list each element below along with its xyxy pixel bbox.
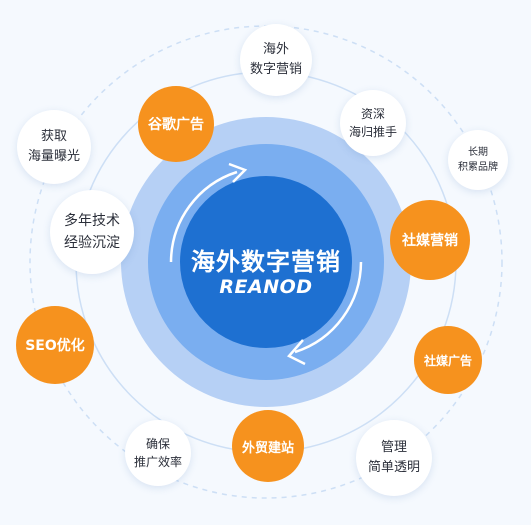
node-trade-site-label: 外贸建站 <box>241 440 294 456</box>
node-management: 管理 简单透明 <box>356 420 432 496</box>
node-overseas-experts: 资深 海归推手 <box>340 90 406 156</box>
cycle-arrow-top-head <box>228 162 248 183</box>
node-roi-label: 确保 推广效率 <box>133 437 182 469</box>
node-social-ads-label: 社媒广告 <box>423 353 472 368</box>
node-exposure: 获取 海量曝光 <box>17 110 91 184</box>
cycle-arrow-bottom-head <box>286 339 306 366</box>
node-management-label: 管理 简单透明 <box>367 440 420 475</box>
node-brand: 长期 积累品牌 <box>448 130 508 190</box>
node-experience-label: 多年技术 经验沉淀 <box>64 213 120 251</box>
node-trade-site: 外贸建站 <box>232 410 304 482</box>
node-seo-label: SEO优化 <box>25 338 85 354</box>
node-seo: SEO优化 <box>16 306 94 384</box>
center-title: 海外数字营销 <box>191 248 341 276</box>
node-social-marketing: 社媒营销 <box>390 200 470 280</box>
node-exposure-label: 获取 海量曝光 <box>27 129 80 164</box>
node-google-ads: 谷歌广告 <box>138 86 214 162</box>
core-center-circle <box>180 176 352 348</box>
node-experience: 多年技术 经验沉淀 <box>50 190 134 274</box>
center-logo: REANOD <box>219 276 313 298</box>
node-social-marketing-label: 社媒营销 <box>402 233 458 249</box>
node-roi: 确保 推广效率 <box>125 420 191 486</box>
cycle-arrow-bottom-arc <box>294 261 363 354</box>
node-overseas-experts-label: 资深 海归推手 <box>348 107 397 139</box>
cycle-arrow-top-arc <box>169 170 238 263</box>
node-digital-marketing: 海外 数字营销 <box>240 24 312 96</box>
node-brand-label: 长期 积累品牌 <box>458 147 498 173</box>
node-digital-marketing-label: 海外 数字营销 <box>249 42 302 77</box>
node-social-ads: 社媒广告 <box>414 326 482 394</box>
node-google-ads-label: 谷歌广告 <box>148 117 204 133</box>
